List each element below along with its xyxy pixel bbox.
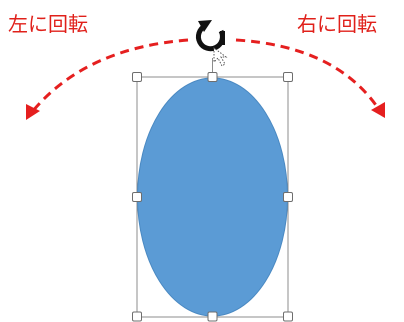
curved-arrow-left-head: [26, 104, 40, 120]
rotate-left-label: 左に回転: [8, 12, 88, 36]
resize-handle-middle-right[interactable]: [283, 192, 293, 202]
curved-arrow-right-head: [371, 102, 385, 118]
resize-handle-top-center[interactable]: [207, 72, 218, 82]
resize-handle-bottom-right[interactable]: [283, 311, 293, 322]
resize-handle-top-right[interactable]: [283, 72, 293, 82]
rotate-right-label: 右に回転: [297, 12, 377, 36]
ellipse-shape[interactable]: [137, 77, 288, 317]
resize-handle-bottom-center[interactable]: [207, 311, 218, 322]
curved-arrow-right-icon: [235, 38, 380, 109]
resize-handle-top-left[interactable]: [132, 72, 142, 82]
resize-handle-bottom-left[interactable]: [132, 311, 142, 322]
rotate-cursor-icon[interactable]: [195, 20, 228, 67]
curved-arrow-left-icon: [30, 38, 189, 113]
resize-handle-middle-left[interactable]: [132, 192, 142, 202]
